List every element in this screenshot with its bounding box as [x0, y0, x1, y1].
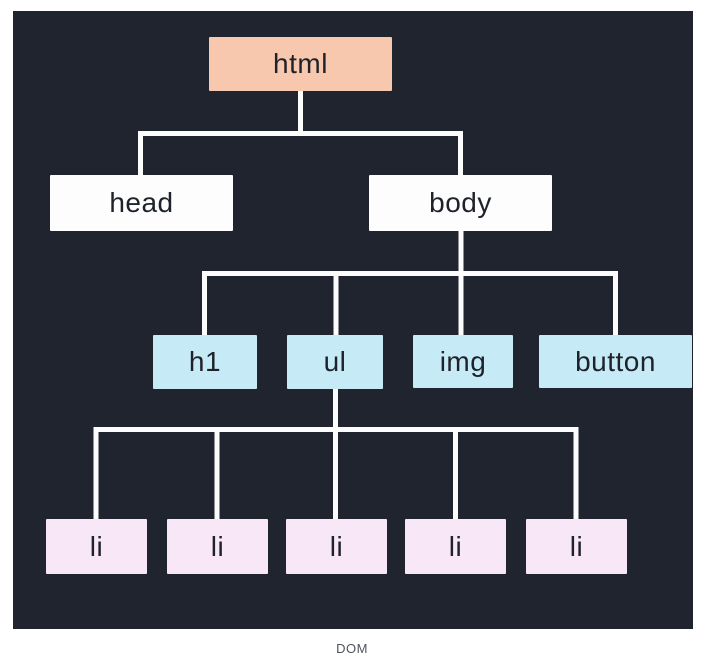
tree-node-li: li [167, 519, 268, 574]
tree-node-html: html [209, 37, 392, 91]
tree-node-li: li [286, 519, 387, 574]
tree-node-li: li [405, 519, 506, 574]
diagram-caption: DOM [336, 641, 368, 656]
tree-node-li: li [46, 519, 147, 574]
connector-html-children-bracket [138, 131, 463, 177]
tree-node-img: img [413, 335, 513, 388]
tree-node-button: button [539, 335, 692, 388]
tree-node-body: body [369, 175, 552, 231]
tree-node-li: li [526, 519, 627, 574]
connector-body-children-bracket [202, 271, 618, 337]
tree-node-ul: ul [287, 335, 383, 389]
connector-ul-children-bracket [93, 427, 579, 521]
tree-node-head: head [50, 175, 233, 231]
tree-node-h1: h1 [153, 335, 257, 389]
